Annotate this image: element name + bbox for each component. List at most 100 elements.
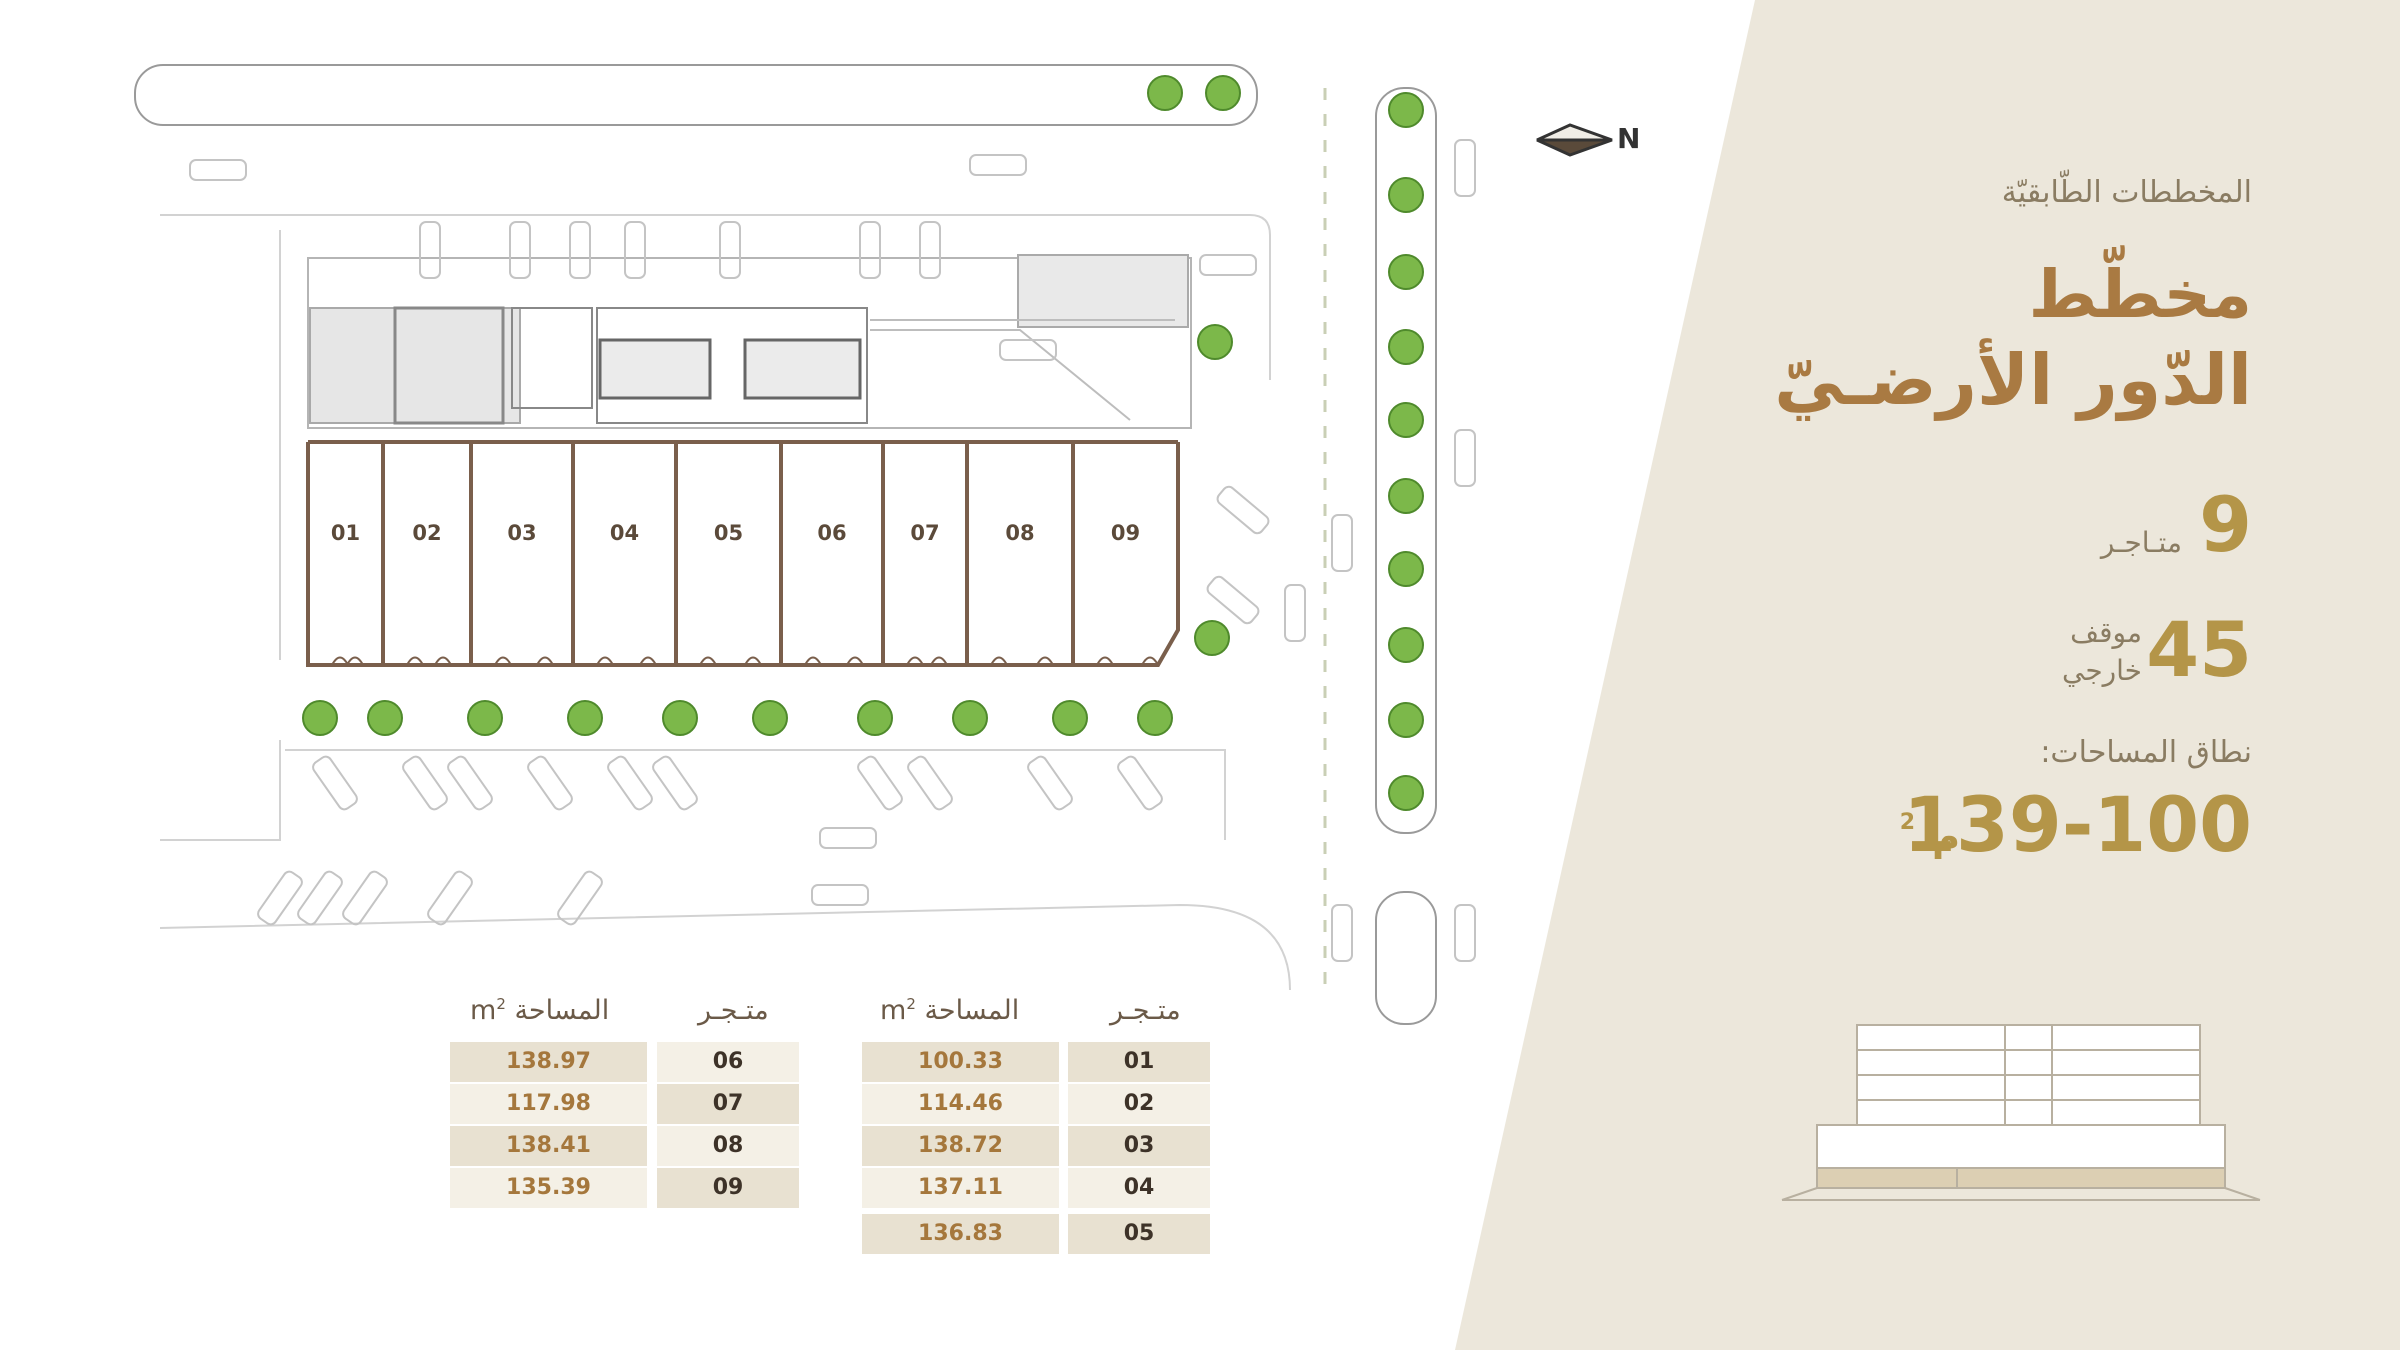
shop-door <box>699 656 717 666</box>
parking-car <box>719 221 741 279</box>
table-cell-shop: 03 <box>1068 1126 1210 1166</box>
table-cell-shop: 08 <box>657 1126 799 1166</box>
shop-label-05: 05 <box>713 521 744 545</box>
right-table-shop-header: متـجـر <box>1110 995 1181 1026</box>
tree-icon <box>1194 620 1230 656</box>
tree-icon <box>1388 627 1424 663</box>
shop-door <box>434 656 452 666</box>
shop-label-06: 06 <box>817 521 847 545</box>
table-cell-shop: 06 <box>657 1042 799 1082</box>
parking-car <box>1454 429 1476 487</box>
parking-car <box>557 870 603 926</box>
parking-car <box>1331 514 1353 572</box>
parking-car <box>342 870 388 926</box>
area-header-unit: m <box>880 995 907 1026</box>
parking-car <box>624 221 646 279</box>
shop-label-09: 09 <box>1110 521 1141 545</box>
parking-car <box>297 870 343 926</box>
tree-icon <box>1147 75 1183 111</box>
tree-icon <box>1388 478 1424 514</box>
parking-car <box>189 159 247 181</box>
parking-car <box>907 755 953 811</box>
area-header-text: المساحة <box>924 995 1020 1026</box>
tree-icon <box>1388 551 1424 587</box>
tree-icon <box>367 700 403 736</box>
table-cell-area: 117.98 <box>450 1084 647 1124</box>
page-title-line-1: مخطّط <box>2028 256 2252 333</box>
parking-car <box>312 755 358 811</box>
area-range-value: 139-100 <box>1903 780 2252 869</box>
shop-door <box>639 656 657 666</box>
tree-icon <box>662 700 698 736</box>
table-cell-shop: 05 <box>1068 1214 1210 1254</box>
page-title-line-2: الدّور الأرضـيّ <box>1774 339 2252 421</box>
shop-label-08: 08 <box>1005 521 1035 545</box>
shop-block <box>306 440 1180 667</box>
service-core-outline <box>307 257 1192 429</box>
parking-car <box>859 221 881 279</box>
shop-label-04: 04 <box>609 521 640 545</box>
parking-car <box>857 755 903 811</box>
parking-car <box>527 755 573 811</box>
table-cell-shop: 07 <box>657 1084 799 1124</box>
north-arrow-icon <box>1536 123 1613 157</box>
parking-car <box>811 884 869 906</box>
parking-car <box>1199 254 1257 276</box>
parking-car <box>919 221 941 279</box>
table-cell-area: 138.41 <box>450 1126 647 1166</box>
parking-car <box>257 870 303 926</box>
tree-icon <box>857 700 893 736</box>
shop-door <box>536 656 554 666</box>
shop-door <box>494 656 512 666</box>
tree-icon <box>302 700 338 736</box>
parking-car <box>1206 575 1260 625</box>
shop-label-02: 02 <box>412 521 442 545</box>
shop-label-03: 03 <box>507 521 537 545</box>
building-elevation-icon <box>1781 1024 2261 1201</box>
tree-icon <box>1197 324 1233 360</box>
area-header-unit-sup: 2 <box>906 995 916 1013</box>
tree-icon <box>1052 700 1088 736</box>
parking-car <box>1216 485 1270 535</box>
area-range-unit-superscript: 2 <box>1899 810 1915 835</box>
shop-door <box>930 656 948 666</box>
tree-icon <box>752 700 788 736</box>
top-road-median <box>134 64 1258 126</box>
table-cell-shop: 01 <box>1068 1042 1210 1082</box>
table-cell-area: 136.83 <box>862 1214 1059 1254</box>
table-cell-area: 100.33 <box>862 1042 1059 1082</box>
parking-count: 45 <box>2146 605 2252 694</box>
north-label: N <box>1617 122 1641 155</box>
tree-icon <box>1388 92 1424 128</box>
tree-icon <box>467 700 503 736</box>
parking-car <box>819 827 877 849</box>
shop-door <box>1096 656 1114 666</box>
table-cell-area: 138.72 <box>862 1126 1059 1166</box>
table-cell-area: 135.39 <box>450 1168 647 1208</box>
right-road-median <box>1375 87 1437 834</box>
table-cell-shop: 09 <box>657 1168 799 1208</box>
parking-label-line-1: موقف <box>2070 616 2142 649</box>
parking-car <box>1284 584 1306 642</box>
parking-car <box>1331 904 1353 962</box>
area-header-unit: m <box>470 995 497 1026</box>
tree-icon <box>1388 775 1424 811</box>
left-table-shop-header: متـجـر <box>698 995 769 1026</box>
parking-car <box>509 221 531 279</box>
parking-car <box>607 755 653 811</box>
tree-icon <box>1205 75 1241 111</box>
parking-car <box>427 870 473 926</box>
table-cell-area: 137.11 <box>862 1168 1059 1208</box>
right-table-area-header: المساحة m2 <box>880 995 1019 1026</box>
shop-door <box>596 656 614 666</box>
table-cell-shop: 04 <box>1068 1168 1210 1208</box>
shop-label-07: 07 <box>910 521 940 545</box>
tree-row <box>302 75 1424 811</box>
area-header-unit-sup: 2 <box>496 995 506 1013</box>
parking-car <box>999 339 1057 361</box>
shop-door <box>804 656 822 666</box>
parking-car <box>1117 755 1163 811</box>
shop-door <box>406 656 424 666</box>
shop-door <box>744 656 762 666</box>
